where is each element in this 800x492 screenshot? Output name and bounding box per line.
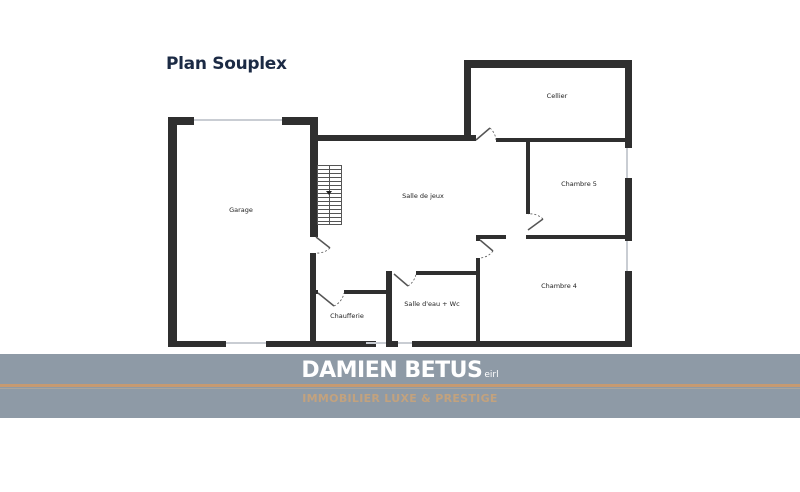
wall [476, 235, 506, 239]
wall [625, 60, 632, 148]
wall [526, 140, 530, 214]
wall [386, 271, 392, 275]
wall [168, 117, 194, 125]
room-label-cellier: Cellier [546, 92, 568, 100]
wall [310, 253, 316, 347]
room-label-chaufferie: Chaufferie [330, 312, 364, 320]
floor-plan: Garage Salle de jeux Cellier Chambre 5 C… [168, 60, 632, 347]
wall [464, 60, 471, 140]
banner-divider [0, 384, 800, 387]
door-swings [315, 127, 544, 307]
room-label-chambre-4: Chambre 4 [541, 282, 577, 290]
window [626, 148, 628, 178]
page-title: Plan Souplex [166, 54, 287, 74]
wall [476, 341, 632, 347]
wall [625, 178, 632, 241]
wall [386, 341, 398, 347]
staircase [317, 165, 342, 225]
window [626, 241, 628, 271]
stair-direction-icon [326, 191, 332, 195]
wall [344, 290, 388, 294]
agency-name-text: DAMIEN BETUS [301, 358, 483, 383]
wall [526, 235, 632, 239]
wall [316, 135, 476, 141]
wall [168, 341, 226, 347]
window [366, 342, 386, 344]
agency-tagline: IMMOBILIER LUXE & PRESTIGE [302, 392, 498, 405]
wall [464, 60, 632, 68]
wall [386, 271, 392, 347]
wall [416, 271, 478, 275]
agency-suffix: eirl [484, 370, 499, 380]
wall [266, 341, 376, 347]
window [398, 342, 412, 344]
wall [476, 258, 480, 347]
wall [168, 117, 177, 347]
window [226, 342, 266, 344]
wall [476, 235, 480, 241]
wall [625, 271, 632, 347]
wall [316, 290, 318, 294]
room-label-garage: Garage [229, 206, 253, 214]
wall [310, 117, 318, 237]
room-label-salle-de-jeux: Salle de jeux [402, 192, 444, 200]
window [194, 119, 282, 121]
banner-divider-secondary [0, 388, 800, 389]
room-label-chambre-5: Chambre 5 [561, 180, 597, 188]
wall [412, 341, 478, 347]
room-label-salle-deau-wc: Salle d'eau + Wc [404, 300, 460, 308]
wall [282, 117, 318, 125]
stair-centerline [329, 166, 330, 224]
wall [496, 138, 630, 142]
